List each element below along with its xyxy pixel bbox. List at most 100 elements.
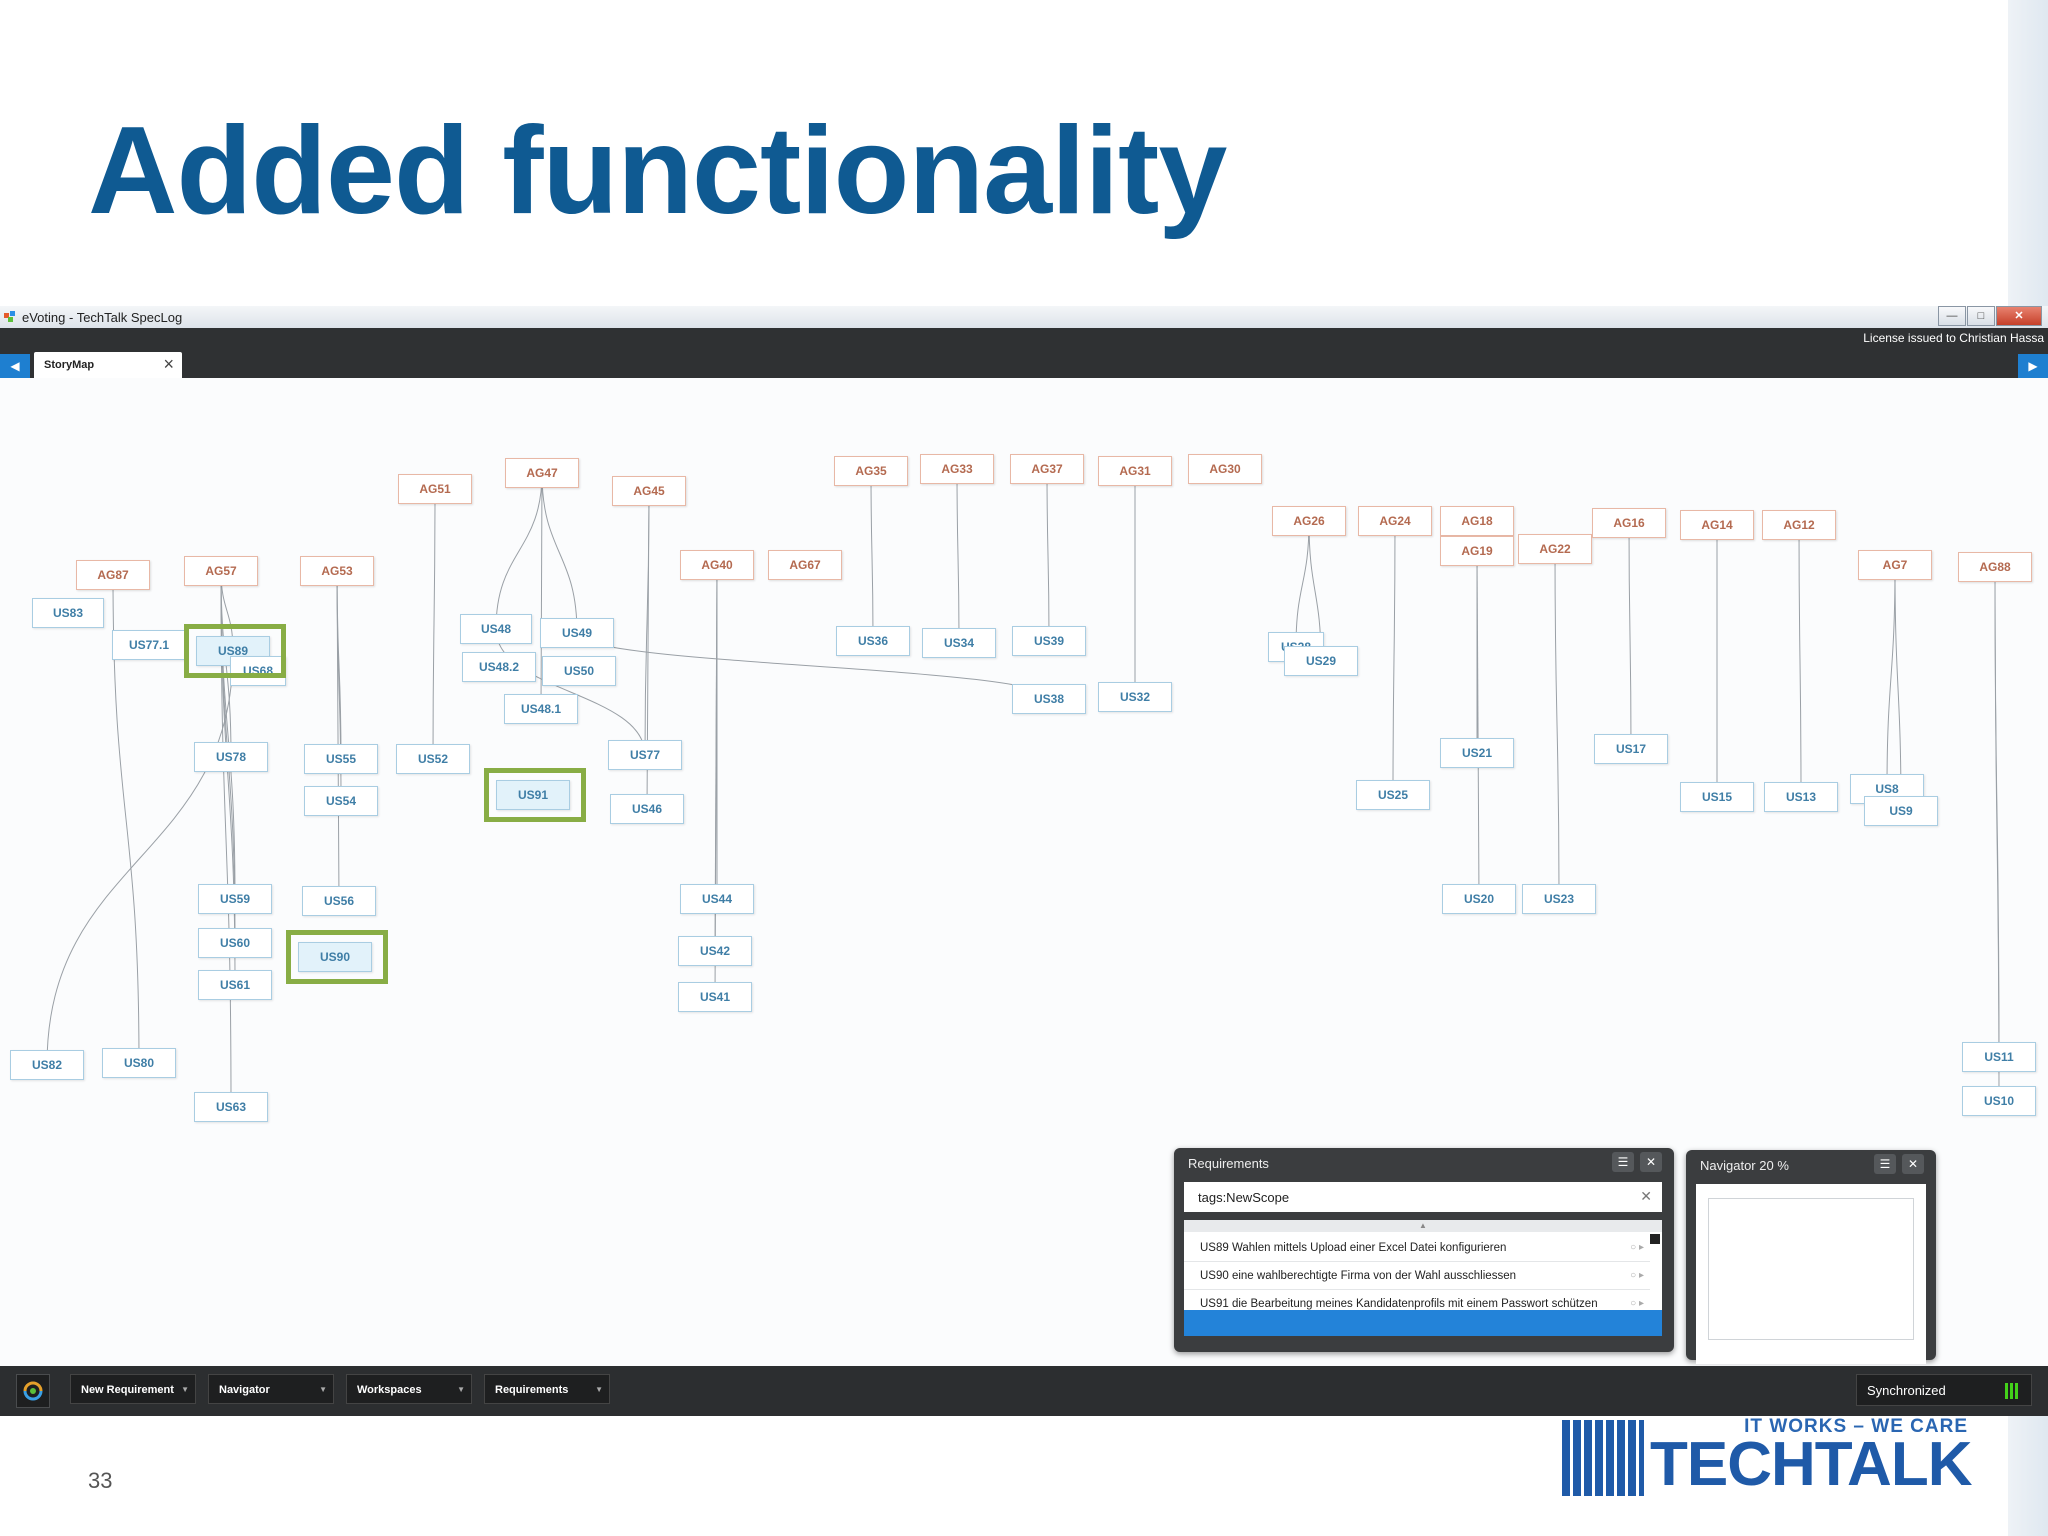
activity-card-ag57[interactable]: AG57 bbox=[184, 556, 258, 586]
brand-tagline: IT WORKS – WE CARE bbox=[1744, 1416, 1968, 1437]
story-card-us63[interactable]: US63 bbox=[194, 1092, 268, 1122]
story-card-us83[interactable]: US83 bbox=[32, 598, 104, 628]
scroll-up-icon[interactable]: ▲ bbox=[1184, 1220, 1662, 1232]
activity-card-ag33[interactable]: AG33 bbox=[920, 454, 994, 484]
scrollbar-thumb[interactable] bbox=[1650, 1234, 1660, 1244]
activity-card-ag30[interactable]: AG30 bbox=[1188, 454, 1262, 484]
story-card-us60[interactable]: US60 bbox=[198, 928, 272, 958]
navigator-button[interactable]: Navigator▼ bbox=[208, 1374, 334, 1404]
activity-card-ag26[interactable]: AG26 bbox=[1272, 506, 1346, 536]
story-card-us48[interactable]: US48 bbox=[460, 614, 532, 644]
story-card-us82[interactable]: US82 bbox=[10, 1050, 84, 1080]
activity-card-ag35[interactable]: AG35 bbox=[834, 456, 908, 486]
story-card-us23[interactable]: US23 bbox=[1522, 884, 1596, 914]
panel-close-icon[interactable]: ✕ bbox=[1902, 1154, 1924, 1174]
activity-card-ag18[interactable]: AG18 bbox=[1440, 506, 1514, 536]
story-card-us78[interactable]: US78 bbox=[194, 742, 268, 772]
panel-close-icon[interactable]: ✕ bbox=[1640, 1152, 1662, 1172]
story-link-line bbox=[956, 468, 960, 644]
story-card-us48-2[interactable]: US48.2 bbox=[462, 652, 536, 682]
story-card-us61[interactable]: US61 bbox=[198, 970, 272, 1000]
tab-scroll-left-icon[interactable]: ◀ bbox=[0, 354, 30, 378]
bottom-toolbar: New Requirement▼ Navigator▼ Workspaces▼ … bbox=[0, 1366, 2048, 1416]
story-link-line bbox=[495, 472, 543, 630]
minimize-icon[interactable]: — bbox=[1938, 306, 1966, 326]
story-card-us32[interactable]: US32 bbox=[1098, 682, 1172, 712]
selected-row-highlight[interactable] bbox=[1184, 1310, 1662, 1336]
story-card-us20[interactable]: US20 bbox=[1442, 884, 1516, 914]
list-item[interactable]: US89 Wahlen mittels Upload einer Excel D… bbox=[1184, 1234, 1650, 1262]
activity-card-ag14[interactable]: AG14 bbox=[1680, 510, 1754, 540]
story-card-us44[interactable]: US44 bbox=[680, 884, 754, 914]
story-card-us77[interactable]: US77 bbox=[608, 740, 682, 770]
story-card-us90[interactable]: US90 bbox=[298, 942, 372, 972]
tab-storymap[interactable]: StoryMap × bbox=[34, 352, 182, 378]
open-icon[interactable]: ○ ▸ bbox=[1630, 1242, 1644, 1253]
tab-scroll-right-icon[interactable]: ▶ bbox=[2018, 354, 2048, 378]
open-icon[interactable]: ○ ▸ bbox=[1630, 1270, 1644, 1281]
open-icon[interactable]: ○ ▸ bbox=[1630, 1298, 1644, 1309]
story-link-line bbox=[1886, 564, 1896, 790]
activity-card-ag22[interactable]: AG22 bbox=[1518, 534, 1592, 564]
story-card-us15[interactable]: US15 bbox=[1680, 782, 1754, 812]
story-card-us39[interactable]: US39 bbox=[1012, 626, 1086, 656]
workspaces-button[interactable]: Workspaces▼ bbox=[346, 1374, 472, 1404]
story-card-us38[interactable]: US38 bbox=[1012, 684, 1086, 714]
activity-card-ag87[interactable]: AG87 bbox=[76, 560, 150, 590]
panel-options-icon[interactable]: ☰ bbox=[1874, 1154, 1896, 1174]
activity-card-ag40[interactable]: AG40 bbox=[680, 550, 754, 580]
story-card-us46[interactable]: US46 bbox=[610, 794, 684, 824]
story-card-us49[interactable]: US49 bbox=[540, 618, 614, 648]
story-link-line bbox=[1994, 566, 2000, 1102]
new-requirement-button[interactable]: New Requirement▼ bbox=[70, 1374, 196, 1404]
navigator-viewport-frame[interactable] bbox=[1708, 1198, 1914, 1340]
story-card-us77-1[interactable]: US77.1 bbox=[112, 630, 186, 660]
tab-close-icon[interactable]: × bbox=[163, 354, 174, 374]
activity-card-ag51[interactable]: AG51 bbox=[398, 474, 472, 504]
story-card-us68[interactable]: US68 bbox=[230, 656, 286, 686]
panel-options-icon[interactable]: ☰ bbox=[1612, 1152, 1634, 1172]
activity-card-ag45[interactable]: AG45 bbox=[612, 476, 686, 506]
story-card-us54[interactable]: US54 bbox=[304, 786, 378, 816]
activity-card-ag19[interactable]: AG19 bbox=[1440, 536, 1514, 566]
story-card-us52[interactable]: US52 bbox=[396, 744, 470, 774]
story-card-us41[interactable]: US41 bbox=[678, 982, 752, 1012]
activity-card-ag7[interactable]: AG7 bbox=[1858, 550, 1932, 580]
story-card-us55[interactable]: US55 bbox=[304, 744, 378, 774]
activity-card-ag16[interactable]: AG16 bbox=[1592, 508, 1666, 538]
navigator-preview[interactable] bbox=[1696, 1184, 1926, 1364]
requirements-filter-input[interactable]: tags:NewScope ✕ bbox=[1184, 1182, 1662, 1212]
close-icon[interactable]: ✕ bbox=[1996, 306, 2042, 326]
story-card-us25[interactable]: US25 bbox=[1356, 780, 1430, 810]
maximize-icon[interactable]: □ bbox=[1967, 306, 1995, 326]
activity-card-ag31[interactable]: AG31 bbox=[1098, 456, 1172, 486]
activity-card-ag53[interactable]: AG53 bbox=[300, 556, 374, 586]
requirements-button[interactable]: Requirements▼ bbox=[484, 1374, 610, 1404]
story-card-us91[interactable]: US91 bbox=[496, 780, 570, 810]
story-card-us80[interactable]: US80 bbox=[102, 1048, 176, 1078]
story-card-us10[interactable]: US10 bbox=[1962, 1086, 2036, 1116]
speclog-logo-icon[interactable] bbox=[16, 1374, 50, 1408]
clear-filter-icon[interactable]: ✕ bbox=[1640, 1188, 1652, 1204]
story-card-us50[interactable]: US50 bbox=[542, 656, 616, 686]
story-card-us59[interactable]: US59 bbox=[198, 884, 272, 914]
activity-card-ag37[interactable]: AG37 bbox=[1010, 454, 1084, 484]
story-card-us29[interactable]: US29 bbox=[1284, 646, 1358, 676]
activity-card-ag12[interactable]: AG12 bbox=[1762, 510, 1836, 540]
story-card-us36[interactable]: US36 bbox=[836, 626, 910, 656]
story-card-us42[interactable]: US42 bbox=[678, 936, 752, 966]
activity-card-ag24[interactable]: AG24 bbox=[1358, 506, 1432, 536]
story-card-us34[interactable]: US34 bbox=[922, 628, 996, 658]
list-item[interactable]: US90 eine wahlberechtigte Firma von der … bbox=[1184, 1262, 1650, 1290]
activity-card-ag88[interactable]: AG88 bbox=[1958, 552, 2032, 582]
story-card-us21[interactable]: US21 bbox=[1440, 738, 1514, 768]
story-card-us48-1[interactable]: US48.1 bbox=[504, 694, 578, 724]
story-card-us9[interactable]: US9 bbox=[1864, 796, 1938, 826]
story-card-us17[interactable]: US17 bbox=[1594, 734, 1668, 764]
activity-card-ag47[interactable]: AG47 bbox=[505, 458, 579, 488]
activity-card-ag67[interactable]: AG67 bbox=[768, 550, 842, 580]
story-card-us13[interactable]: US13 bbox=[1764, 782, 1838, 812]
story-card-us11[interactable]: US11 bbox=[1962, 1042, 2036, 1072]
story-card-us56[interactable]: US56 bbox=[302, 886, 376, 916]
